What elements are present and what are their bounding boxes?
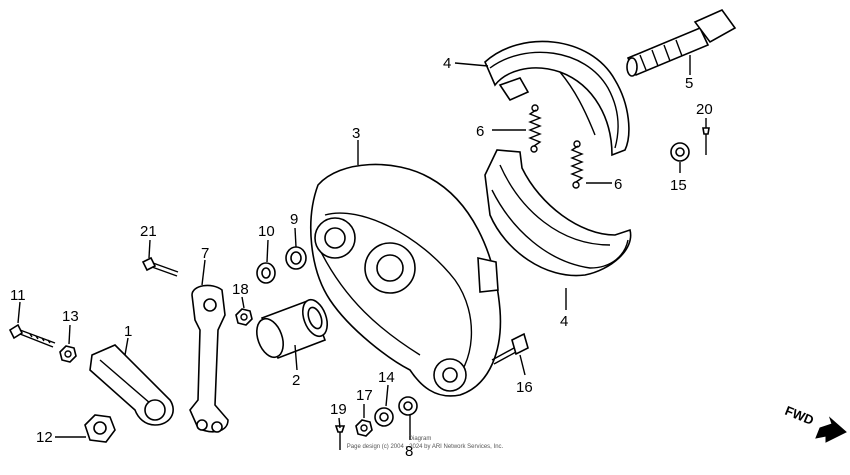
nut-13[interactable] (59, 345, 77, 363)
bolt-11[interactable] (8, 323, 56, 348)
copyright-line1: Diagram (409, 436, 432, 442)
callout-8: 8 (405, 443, 413, 460)
callout-5: 5 (685, 75, 693, 92)
leader-lines (17, 55, 707, 440)
callout-6-right: 6 (614, 176, 622, 193)
callout-12: 12 (36, 429, 53, 446)
washer-15[interactable] (670, 142, 690, 162)
pin-19[interactable] (334, 425, 346, 450)
shoe-spring-right[interactable] (570, 140, 584, 189)
copyright-line2: Page design (c) 2004 - 2024 by ARI Netwo… (347, 444, 504, 450)
callout-4-lower: 4 (560, 313, 568, 330)
bolt-16[interactable] (491, 332, 529, 365)
callout-2: 2 (292, 372, 300, 389)
callout-15: 15 (670, 177, 687, 194)
callout-9: 9 (290, 211, 298, 228)
forward-direction-indicator: FWD (783, 403, 847, 443)
pin-20[interactable] (702, 127, 710, 155)
shoe-spring-left[interactable] (528, 104, 542, 153)
nut-17[interactable] (355, 419, 373, 437)
callout-1: 1 (124, 323, 132, 340)
bolt-21[interactable] (141, 256, 179, 277)
brake-cam[interactable] (626, 9, 737, 77)
callout-21: 21 (140, 223, 157, 240)
callout-18: 18 (232, 281, 249, 298)
torque-link[interactable] (189, 284, 229, 433)
callout-4-upper: 4 (443, 55, 451, 72)
callout-17: 17 (356, 387, 373, 404)
brake-shoe-upper[interactable] (484, 40, 630, 157)
callout-19: 19 (330, 401, 347, 418)
callout-10: 10 (258, 223, 275, 240)
washer-14[interactable] (374, 407, 394, 427)
callout-16: 16 (516, 379, 533, 396)
callout-11: 11 (10, 287, 26, 304)
washer-9[interactable] (285, 246, 307, 270)
pin-10[interactable] (256, 262, 276, 284)
callout-20: 20 (696, 101, 713, 118)
copyright-footer: Diagram Page design (c) 2004 - 2024 by A… (347, 436, 504, 450)
callout-13: 13 (62, 308, 79, 325)
callout-6-left: 6 (476, 123, 484, 140)
spacer-collar[interactable] (252, 296, 332, 361)
fwd-arrow-icon (815, 416, 847, 443)
callout-3: 3 (352, 125, 360, 142)
fwd-label: FWD (783, 403, 816, 428)
callout-14: 14 (378, 369, 395, 386)
brake-panel[interactable] (310, 163, 502, 397)
callout-7: 7 (201, 245, 209, 262)
washer-8[interactable] (398, 396, 418, 416)
callout-labels: 1 2 3 4 4 5 6 6 7 8 9 10 11 12 13 14 15 … (10, 55, 713, 460)
brake-shoe-lower[interactable] (484, 149, 632, 277)
nut-18[interactable] (235, 308, 253, 326)
brake-arm[interactable] (89, 344, 174, 426)
nut-12[interactable] (84, 414, 116, 443)
